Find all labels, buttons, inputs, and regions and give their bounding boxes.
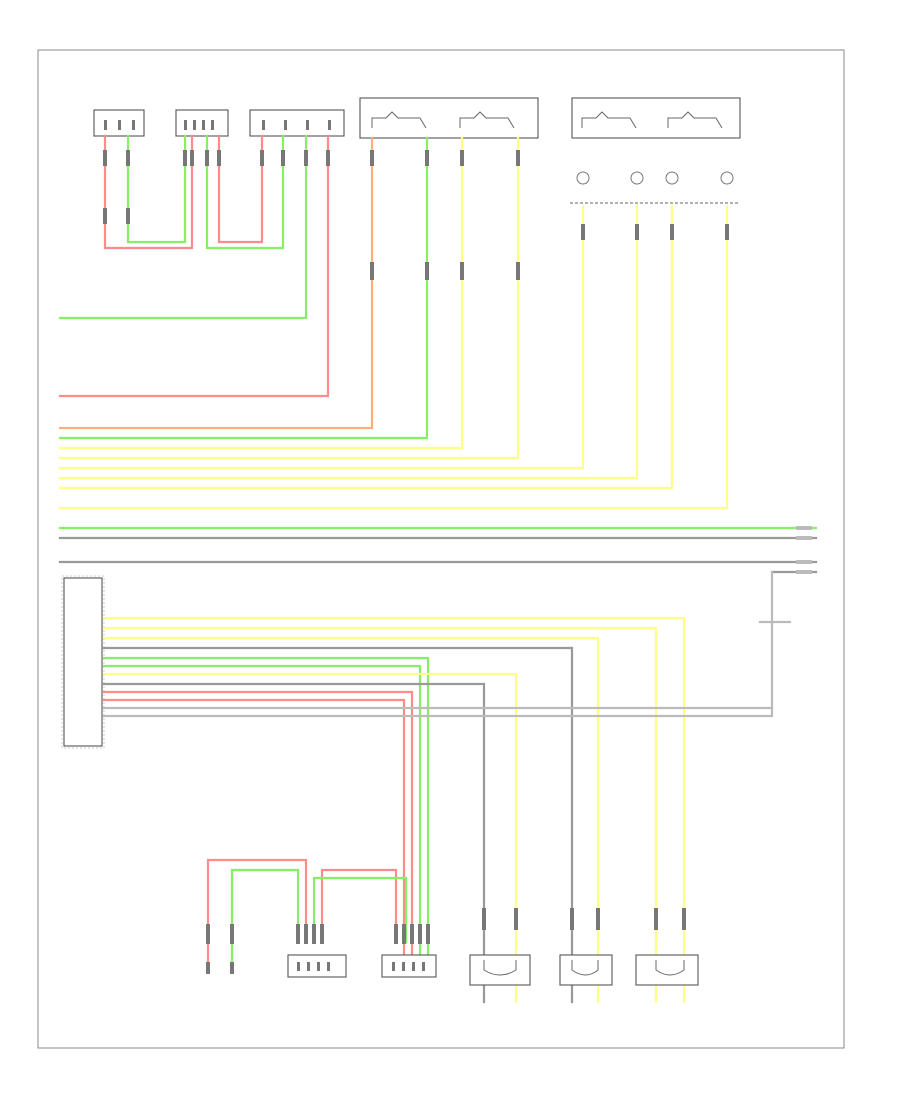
bottom-connector-d [469, 954, 531, 986]
wire-m-y2 [102, 626, 658, 1004]
wire-c1-green [126, 134, 187, 244]
module-wires [102, 570, 792, 1004]
wire-m-gray2 [102, 682, 486, 1004]
wire-m-green2 [102, 664, 422, 960]
bottom-connector-b [287, 954, 347, 978]
sensor-block-right [571, 97, 741, 139]
wire-cb-y1 [58, 136, 464, 450]
wire-ba-red [206, 858, 308, 964]
diagram-border [37, 49, 845, 1049]
wire-m-y1 [102, 616, 686, 1004]
wire-m-green1 [102, 656, 430, 960]
wire-m-red1 [102, 690, 414, 960]
wire-c3-red [58, 134, 330, 398]
sensor-block-center [359, 97, 539, 139]
wire-rb-y3 [58, 204, 674, 490]
wire-cb-green [58, 136, 429, 440]
bottom-connector-a [206, 962, 234, 974]
bottom-wires [206, 858, 408, 964]
top-wires [58, 134, 818, 574]
wire-cb-orange [58, 136, 374, 430]
bottom-connector-e [559, 954, 613, 986]
wire-c3-green [58, 134, 308, 320]
wire-m-gray3 [102, 570, 774, 710]
wire-rb-y1 [58, 204, 585, 470]
control-module [61, 575, 105, 749]
wire-bb-green [312, 876, 408, 944]
top-terminal-marks [103, 150, 729, 280]
bottom-terminal-marks [206, 908, 686, 944]
connector-top-2 [175, 109, 229, 137]
wire-m-gray1 [102, 646, 574, 1004]
wire-m-y4 [102, 672, 518, 1004]
connector-top-1 [93, 109, 145, 137]
wire-c1-red [103, 134, 194, 250]
right-edge-markers [796, 526, 812, 574]
connector-top-3 [249, 109, 345, 137]
wire-m-red2 [102, 698, 406, 960]
bottom-connector-f [635, 954, 699, 986]
bottom-connector-c [381, 954, 437, 978]
wire-cb-y2 [58, 136, 520, 460]
wire-c2-red [217, 134, 264, 244]
wire-c2-green [205, 134, 285, 250]
wire-m-y3 [102, 636, 600, 1004]
wire-bb-red [320, 868, 398, 944]
wire-ba-green [230, 868, 300, 964]
wire-rb-y4 [58, 204, 729, 510]
wire-rb-y2 [58, 204, 639, 480]
wire-m-gray4 [102, 706, 774, 718]
sensor-rings [570, 171, 740, 204]
